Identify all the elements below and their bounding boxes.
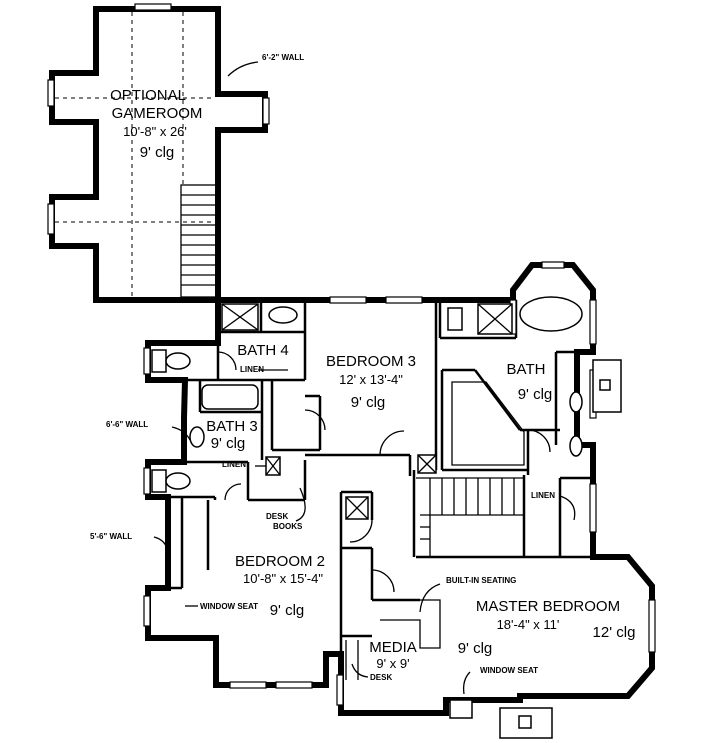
bedroom2-name: BEDROOM 2	[235, 553, 325, 570]
gameroom-name-line1: OPTIONAL	[110, 87, 186, 104]
annotation-notes: 6'-2" WALL 6'-6" WALL 5'-6" WALL LINEN L…	[90, 53, 555, 682]
bedroom3-ceiling: 9' clg	[351, 394, 386, 411]
bedroom2-ceiling: 9' clg	[270, 602, 305, 619]
fixtures	[151, 296, 622, 739]
door-swings	[217, 351, 551, 593]
bedroom3-name: BEDROOM 3	[326, 353, 416, 370]
room-labels: OPTIONAL GAMEROOM 10'-8" x 26' 9' clg BA…	[110, 87, 635, 671]
master-bedroom-name: MASTER BEDROOM	[476, 598, 620, 615]
linen-note-bath3: LINEN	[222, 460, 246, 469]
media-ceiling: 9' clg	[458, 640, 493, 657]
wall-note-6-6: 6'-6" WALL	[106, 420, 148, 429]
wall-note-5-6: 5'-6" WALL	[90, 532, 132, 541]
main-stairs	[416, 477, 524, 557]
master-bedroom-dimensions: 18'-4" x 11'	[497, 617, 560, 632]
gameroom-name-line2: GAMEROOM	[112, 105, 203, 122]
desk-books-note-line1: DESK	[266, 512, 288, 521]
linen-note-master: LINEN	[531, 491, 555, 500]
bath-name: BATH	[507, 361, 546, 378]
media-name: MEDIA	[369, 639, 417, 656]
main-floor-walls	[93, 262, 655, 716]
desk-books-note-line2: BOOKS	[273, 522, 303, 531]
pointer-arrows	[153, 61, 576, 695]
bath3-name: BATH 3	[206, 418, 257, 435]
wall-note-6-2: 6'-2" WALL	[262, 53, 304, 62]
bedroom3-dimensions: 12' x 13'-4"	[339, 372, 403, 387]
desk-note-media: DESK	[370, 673, 392, 682]
built-in-seating-note: BUILT-IN SEATING	[446, 576, 516, 585]
linen-note-bath4: LINEN	[240, 365, 264, 374]
gameroom-ceiling: 9' clg	[140, 144, 175, 161]
bath3-ceiling: 9' clg	[211, 435, 246, 452]
bath4-name: BATH 4	[237, 342, 288, 359]
bedroom2-dimensions: 10'-8" x 15'-4"	[243, 571, 323, 586]
bath-ceiling: 9' clg	[518, 386, 553, 403]
window-seat-note-bedroom2: WINDOW SEAT	[200, 602, 258, 611]
gameroom-dimensions: 10'-8" x 26'	[123, 124, 187, 139]
gameroom-stairs	[180, 184, 218, 298]
master-bedroom-ceiling: 12' clg	[593, 624, 636, 641]
media-dimensions: 9' x 9'	[376, 656, 409, 671]
gameroom-dashed-lines	[55, 12, 215, 298]
window-seat-note-master: WINDOW SEAT	[480, 666, 538, 675]
